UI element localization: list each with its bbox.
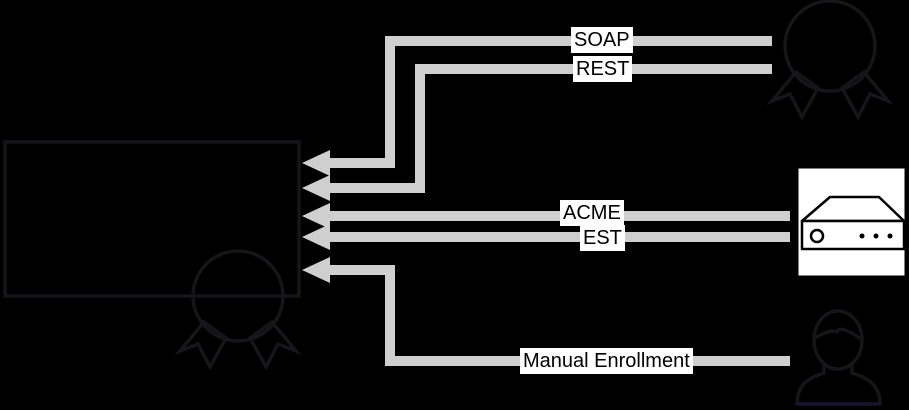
protocol-label-est: EST <box>580 225 625 251</box>
protocol-label-rest: REST <box>573 56 633 82</box>
manual-enrollment-connector <box>302 257 790 366</box>
device-led-icon <box>859 233 865 239</box>
person-head <box>812 309 864 371</box>
certificate-seal-icon <box>178 249 298 369</box>
rest-connector <box>302 64 772 201</box>
acme-connector <box>302 203 790 229</box>
person-icon <box>795 309 882 406</box>
device-led-icon <box>887 233 893 239</box>
network-device-icon <box>796 166 907 278</box>
device-led-icon <box>873 233 879 239</box>
person-hairline <box>814 327 863 341</box>
device-front-panel <box>800 219 906 251</box>
arrowhead-icon <box>302 175 330 201</box>
arrowhead-icon <box>302 257 330 283</box>
arrowhead-icon <box>302 203 330 229</box>
protocol-label-soap: SOAP <box>571 27 633 53</box>
est-connector <box>302 224 790 250</box>
arrowhead-icon <box>302 150 330 176</box>
arrowhead-icon <box>302 224 330 250</box>
protocol-label-acme: ACME <box>560 200 624 226</box>
soap-connector <box>302 36 772 176</box>
device-port-icon <box>809 228 825 244</box>
certificate-sheet <box>3 140 301 298</box>
certificate-icon <box>3 140 301 369</box>
protocol-label-manual-enrollment: Manual Enrollment <box>520 348 693 374</box>
award-ribbon-icon <box>770 0 890 119</box>
